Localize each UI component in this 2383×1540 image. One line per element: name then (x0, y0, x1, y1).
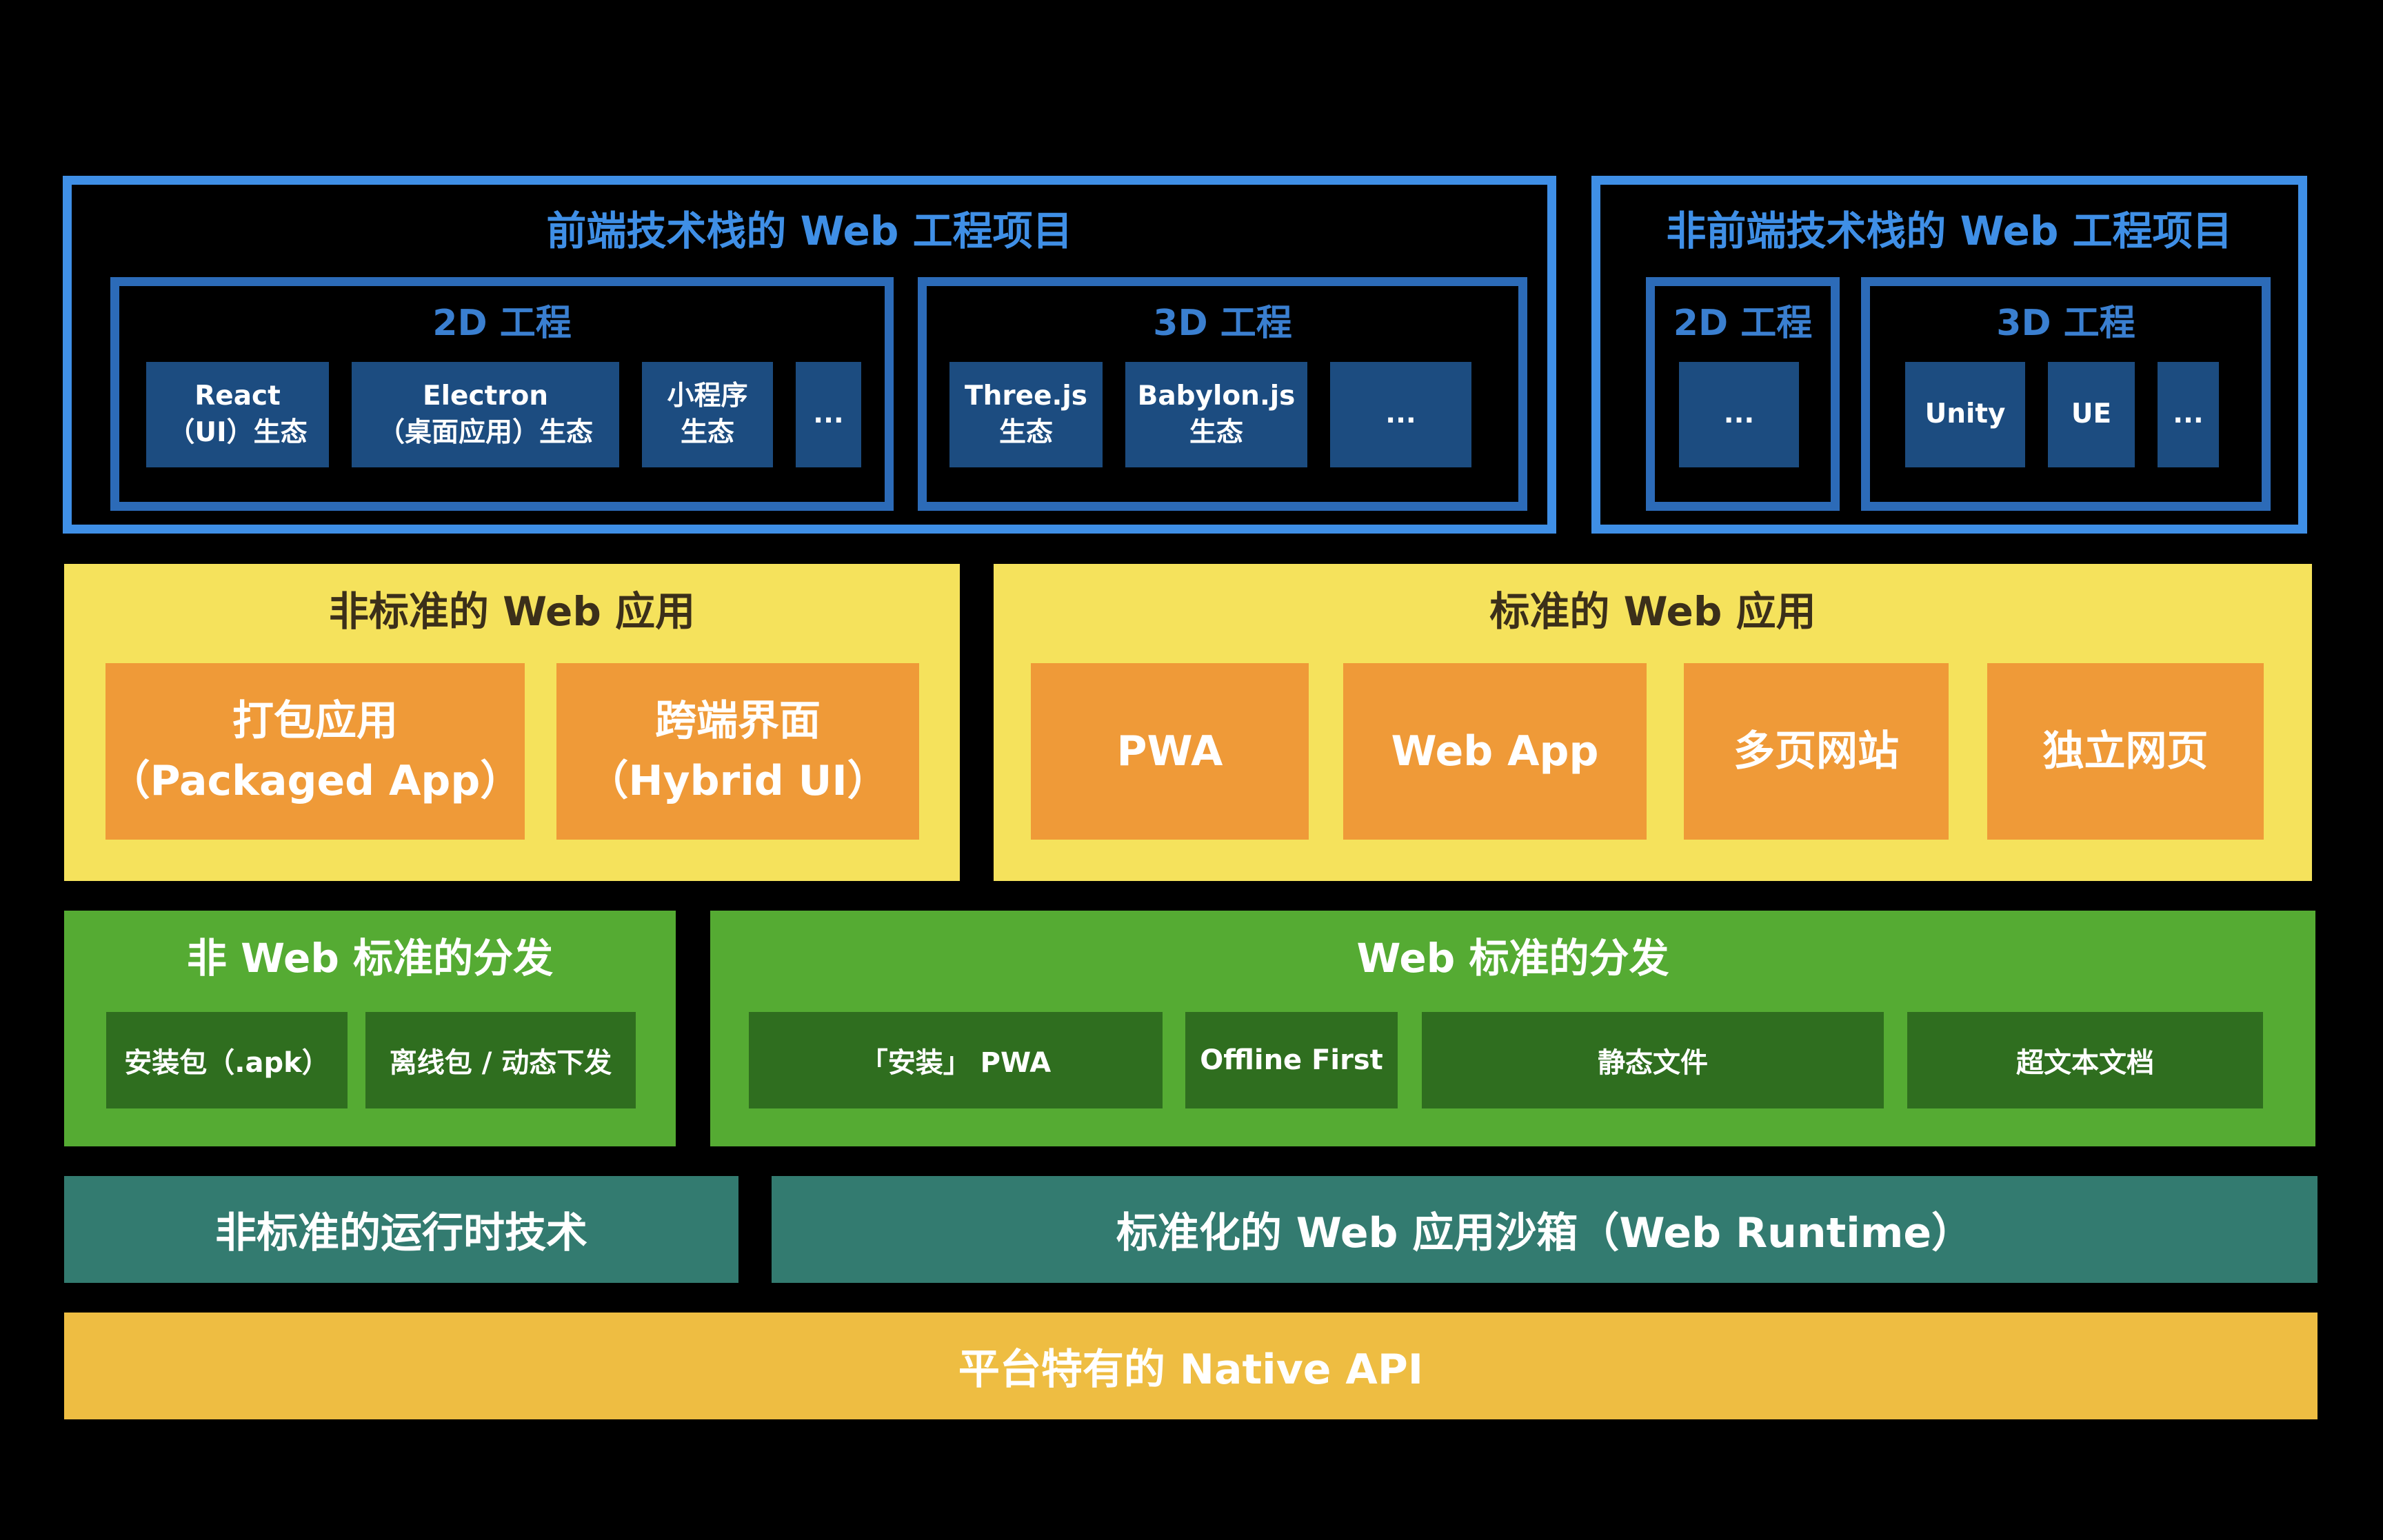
standard-apps-title: 标准的 Web 应用 (1489, 588, 1816, 635)
offline-package-tile: 离线包 / 动态下发 (365, 1012, 636, 1108)
standalone-page-tile: 独立网页 (1987, 663, 2264, 840)
offline-first-tile: Offline First (1185, 1012, 1398, 1108)
tile-line-1: 跨端界面 (655, 697, 821, 745)
frontend-3d-title: 3D 工程 (1153, 303, 1292, 344)
tile-line-2: （Hybrid UI） (587, 757, 889, 805)
nonfrontend-3d-title: 3D 工程 (1996, 303, 2135, 344)
frontend-2d-title: 2D 工程 (432, 303, 572, 344)
tile-line-2: （Packaged App） (108, 757, 522, 805)
pwa-tile: PWA (1031, 663, 1309, 840)
tile-line-2: 生态 (680, 416, 734, 448)
tile-line-1: Babylon.js (1137, 380, 1296, 412)
nonfrontend-projects-title: 非前端技术栈的 Web 工程项目 (1666, 207, 2233, 254)
tile-line-1: 超文本文档 (2016, 1047, 2154, 1079)
hybrid-ui-tile: 跨端界面 （Hybrid UI） (556, 663, 919, 840)
nonstandard-apps-title: 非标准的 Web 应用 (328, 588, 696, 635)
frontend-projects-panel: 前端技术栈的 Web 工程项目 2D 工程 React （UI）生态 Elect… (63, 176, 1556, 534)
nonfrontend-more-3d-tile: ... (2158, 362, 2219, 467)
nonweb-distribution-panel: 非 Web 标准的分发 安装包（.apk） 离线包 / 动态下发 (64, 911, 676, 1146)
bar-label: 标准化的 Web 应用沙箱（Web Runtime） (1116, 1209, 1973, 1257)
tile-line-2: 生态 (998, 416, 1053, 448)
web-app-tile: Web App (1343, 663, 1647, 840)
react-ecosystem-tile: React （UI）生态 (146, 362, 329, 467)
ue-tile: UE (2048, 362, 2135, 467)
tile-line-1: 安装包（.apk） (124, 1047, 330, 1079)
nonfrontend-more-2d-tile: ... (1679, 362, 1799, 467)
web-distribution-title: Web 标准的分发 (1356, 935, 1669, 982)
tile-line-1: 「安装」 PWA (860, 1047, 1052, 1079)
hypertext-docs-tile: 超文本文档 (1907, 1012, 2263, 1108)
more-2d-tile: ... (796, 362, 861, 467)
tile-line-2: （UI）生态 (168, 416, 308, 448)
tile-line-1: 独立网页 (2042, 727, 2209, 776)
miniprogram-ecosystem-tile: 小程序 生态 (642, 362, 773, 467)
threejs-ecosystem-tile: Three.js 生态 (949, 362, 1103, 467)
tile-line-1: ... (2173, 398, 2204, 430)
unity-tile: Unity (1905, 362, 2025, 467)
tile-line-1: 离线包 / 动态下发 (389, 1047, 612, 1079)
tile-line-1: 打包应用 (232, 697, 398, 745)
multipage-site-tile: 多页网站 (1684, 663, 1949, 840)
tile-line-1: ... (813, 398, 844, 430)
tile-line-1: Offline First (1200, 1044, 1383, 1076)
tile-line-1: PWA (1116, 727, 1223, 776)
tile-line-1: 小程序 (667, 380, 748, 412)
web-runtime-bar: 标准化的 Web 应用沙箱（Web Runtime） (772, 1176, 2317, 1283)
babylonjs-ecosystem-tile: Babylon.js 生态 (1125, 362, 1307, 467)
nonweb-distribution-title: 非 Web 标准的分发 (186, 935, 554, 982)
packaged-app-tile: 打包应用 （Packaged App） (105, 663, 525, 840)
install-pwa-tile: 「安装」 PWA (749, 1012, 1163, 1108)
frontend-2d-group: 2D 工程 React （UI）生态 Electron （桌面应用）生态 小程序… (110, 277, 894, 511)
frontend-3d-group: 3D 工程 Three.js 生态 Babylon.js 生态 ... (918, 277, 1527, 511)
tile-line-2: 生态 (1189, 416, 1243, 448)
tile-line-1: ... (1723, 398, 1755, 430)
tile-line-1: Electron (422, 380, 548, 412)
nonstandard-apps-panel: 非标准的 Web 应用 打包应用 （Packaged App） 跨端界面 （Hy… (64, 564, 960, 881)
more-3d-tile: ... (1330, 362, 1471, 467)
nonstandard-runtime-bar: 非标准的运行时技术 (64, 1176, 738, 1283)
frontend-projects-title: 前端技术栈的 Web 工程项目 (546, 207, 1073, 254)
electron-ecosystem-tile: Electron （桌面应用）生态 (352, 362, 619, 467)
standard-apps-panel: 标准的 Web 应用 PWA Web App 多页网站 独立网页 (994, 564, 2312, 881)
static-files-tile: 静态文件 (1422, 1012, 1884, 1108)
bar-label: 非标准的运行时技术 (215, 1209, 587, 1257)
tile-line-1: Unity (1924, 398, 2006, 430)
nonfrontend-3d-group: 3D 工程 Unity UE ... (1861, 277, 2271, 511)
apk-package-tile: 安装包（.apk） (106, 1012, 348, 1108)
tile-line-1: Three.js (965, 380, 1087, 412)
tile-line-1: 静态文件 (1598, 1047, 1708, 1079)
nonfrontend-projects-panel: 非前端技术栈的 Web 工程项目 2D 工程 ... 3D 工程 Unity U… (1591, 176, 2307, 534)
native-api-bar: 平台特有的 Native API (64, 1313, 2317, 1419)
tile-line-1: React (194, 380, 281, 412)
tile-line-1: ... (1385, 398, 1416, 430)
tile-line-2: （桌面应用）生态 (377, 416, 593, 448)
nonfrontend-2d-title: 2D 工程 (1673, 303, 1813, 344)
tile-line-1: UE (2071, 398, 2112, 430)
nonfrontend-2d-group: 2D 工程 ... (1646, 277, 1840, 511)
bar-label: 平台特有的 Native API (958, 1346, 1424, 1394)
tile-line-1: Web App (1391, 727, 1599, 776)
tile-line-1: 多页网站 (1733, 727, 1899, 776)
web-distribution-panel: Web 标准的分发 「安装」 PWA Offline First 静态文件 超文… (710, 911, 2315, 1146)
